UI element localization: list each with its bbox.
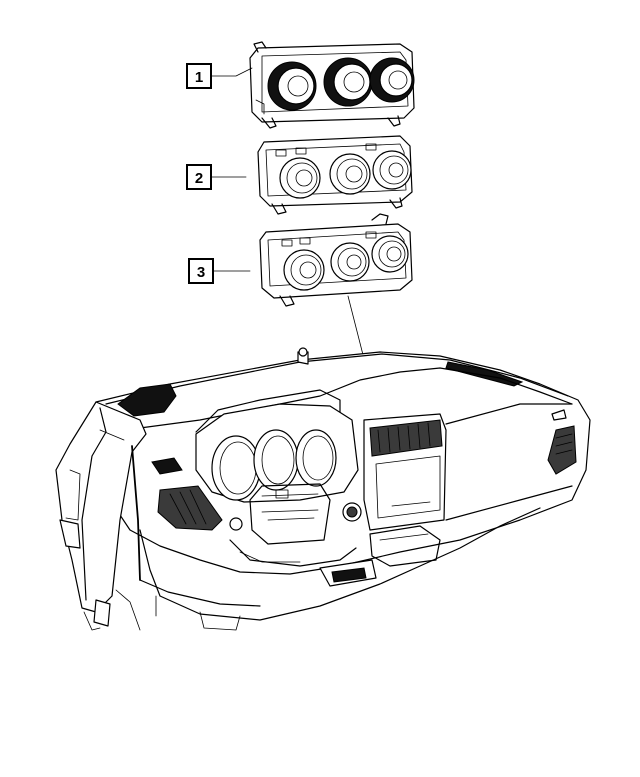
callout-3-label: 3 [197, 264, 205, 281]
knob-left-2 [279, 157, 321, 199]
knob-left-1 [267, 61, 317, 111]
callout-1[interactable]: 1 [186, 63, 253, 89]
right-air-vent [547, 409, 577, 475]
instrument-cluster [195, 403, 359, 503]
callout-2-label: 2 [195, 170, 203, 187]
center-stack [363, 413, 447, 531]
knob-right-1 [369, 57, 415, 103]
climate-control-panel-3[interactable] [259, 213, 413, 307]
knob-center-1 [323, 57, 373, 107]
knob-right-3 [371, 235, 409, 273]
climate-control-panel-2[interactable] [257, 135, 413, 215]
knob-center-2 [329, 153, 371, 195]
callout-2[interactable]: 2 [186, 164, 247, 190]
knob-right-2 [372, 150, 412, 190]
instrument-panel [55, 347, 591, 631]
callout-3[interactable]: 3 [188, 258, 251, 284]
left-end-panel [55, 401, 147, 631]
knob-left-3 [283, 249, 325, 291]
left-air-vent [151, 457, 223, 531]
knob-center-3 [330, 242, 370, 282]
climate-control-panel-1[interactable] [249, 41, 415, 129]
callout-1-label: 1 [195, 69, 203, 86]
